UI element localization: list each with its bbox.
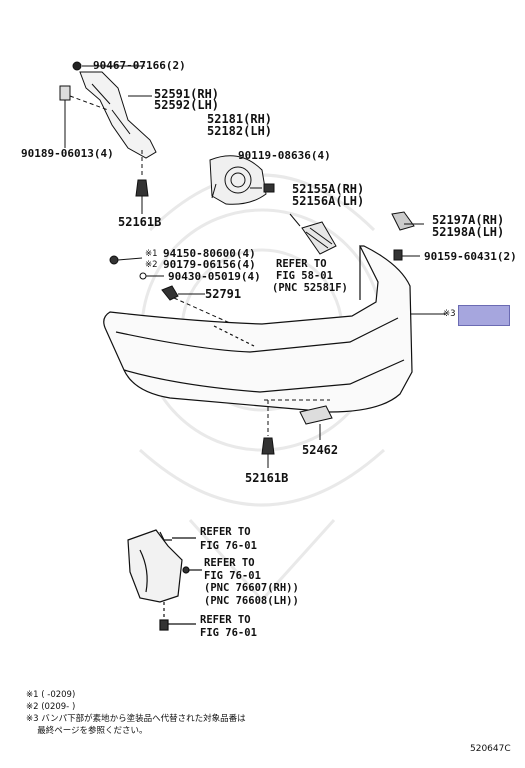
pad-52462: [299, 405, 333, 440]
label-52181: 52181(RH): [207, 112, 273, 126]
label-90119-08636: 90119-08636(4): [238, 149, 331, 162]
ref-fig-76-01-b-line2: FIG 76-01: [204, 570, 261, 582]
label-52591: 52591(RH): [154, 87, 220, 101]
ref-fig-76-01-b-line4: (PNC 76608(LH)): [204, 595, 299, 607]
figure-code: 520647C: [470, 744, 511, 754]
label-52161b-bottom: 52161B: [245, 471, 289, 485]
fastener-94150: [109, 255, 143, 265]
highlight-callout: [458, 305, 510, 326]
label-52156a: 52156A(LH): [292, 194, 365, 208]
label-90159-60431: 90159-60431(2): [424, 250, 517, 263]
footnote-2: ※2 (0209- ): [26, 702, 76, 712]
reflector-52155a: [289, 213, 337, 255]
ref-fig-76-01-c-line2: FIG 76-01: [200, 627, 257, 639]
label-52592: 52592(LH): [154, 98, 220, 112]
clip-90467: [72, 61, 145, 71]
footnote-1: ※1 ( -0209): [26, 690, 76, 700]
label-94150-80600: 94150-80600(4): [163, 247, 256, 260]
ref-fig-58-01-line1: REFER TO: [276, 258, 327, 270]
bracket-52591: [79, 71, 157, 159]
ref-fig-76-01-b-line1: REFER TO: [204, 557, 255, 569]
rear-bumper-cover: [103, 245, 413, 413]
mudflap: [127, 529, 202, 631]
bracket-52181: [209, 155, 267, 205]
label-52197a: 52197A(RH): [432, 213, 505, 227]
label-90189-06013: 90189-06013(4): [21, 147, 114, 160]
ref-fig-58-01-line3: (PNC 52581F): [272, 282, 348, 294]
footnote-3-line1: ※3 バンパ下部が素地から塗装品へ代替された対象品番は: [26, 714, 246, 724]
ref-fig-76-01-c-line1: REFER TO: [200, 614, 251, 626]
ref-fig-76-01-a-line1: REFER TO: [200, 526, 251, 538]
ref-fig-76-01-a-line2: FIG 76-01: [200, 540, 257, 552]
bolt-90119: [250, 183, 275, 193]
screw-90159: [393, 249, 420, 261]
nut-90189: [59, 85, 109, 148]
label-90430-05019: 90430-05019(4): [168, 270, 261, 283]
label-90179-06156: 90179-06156(4): [163, 258, 256, 271]
label-52462: 52462: [302, 443, 339, 457]
label-90467-07166: 90467-07166(2): [93, 59, 186, 72]
label-52161b-top: 52161B: [118, 215, 162, 229]
marker-note-3: ※3: [443, 309, 456, 319]
label-52791: 52791: [205, 287, 242, 301]
retainer-52197a: [391, 211, 424, 231]
marker-note-2: ※2: [145, 260, 158, 270]
ref-fig-76-01-b-line3: (PNC 76607(RH)): [204, 582, 299, 594]
label-52182: 52182(LH): [207, 124, 273, 138]
marker-note-1: ※1: [145, 249, 158, 259]
ref-fig-58-01-line2: FIG 58-01: [276, 270, 333, 282]
clip-52161b-top: [135, 150, 149, 214]
clip-52791: [161, 285, 251, 333]
label-52198a: 52198A(LH): [432, 225, 505, 239]
nut-90430: [139, 272, 164, 280]
footnote-3-line2: 最終ページを参照ください。: [26, 726, 148, 736]
label-52155a: 52155A(RH): [292, 182, 365, 196]
clip-52161b-bottom: [261, 399, 330, 468]
